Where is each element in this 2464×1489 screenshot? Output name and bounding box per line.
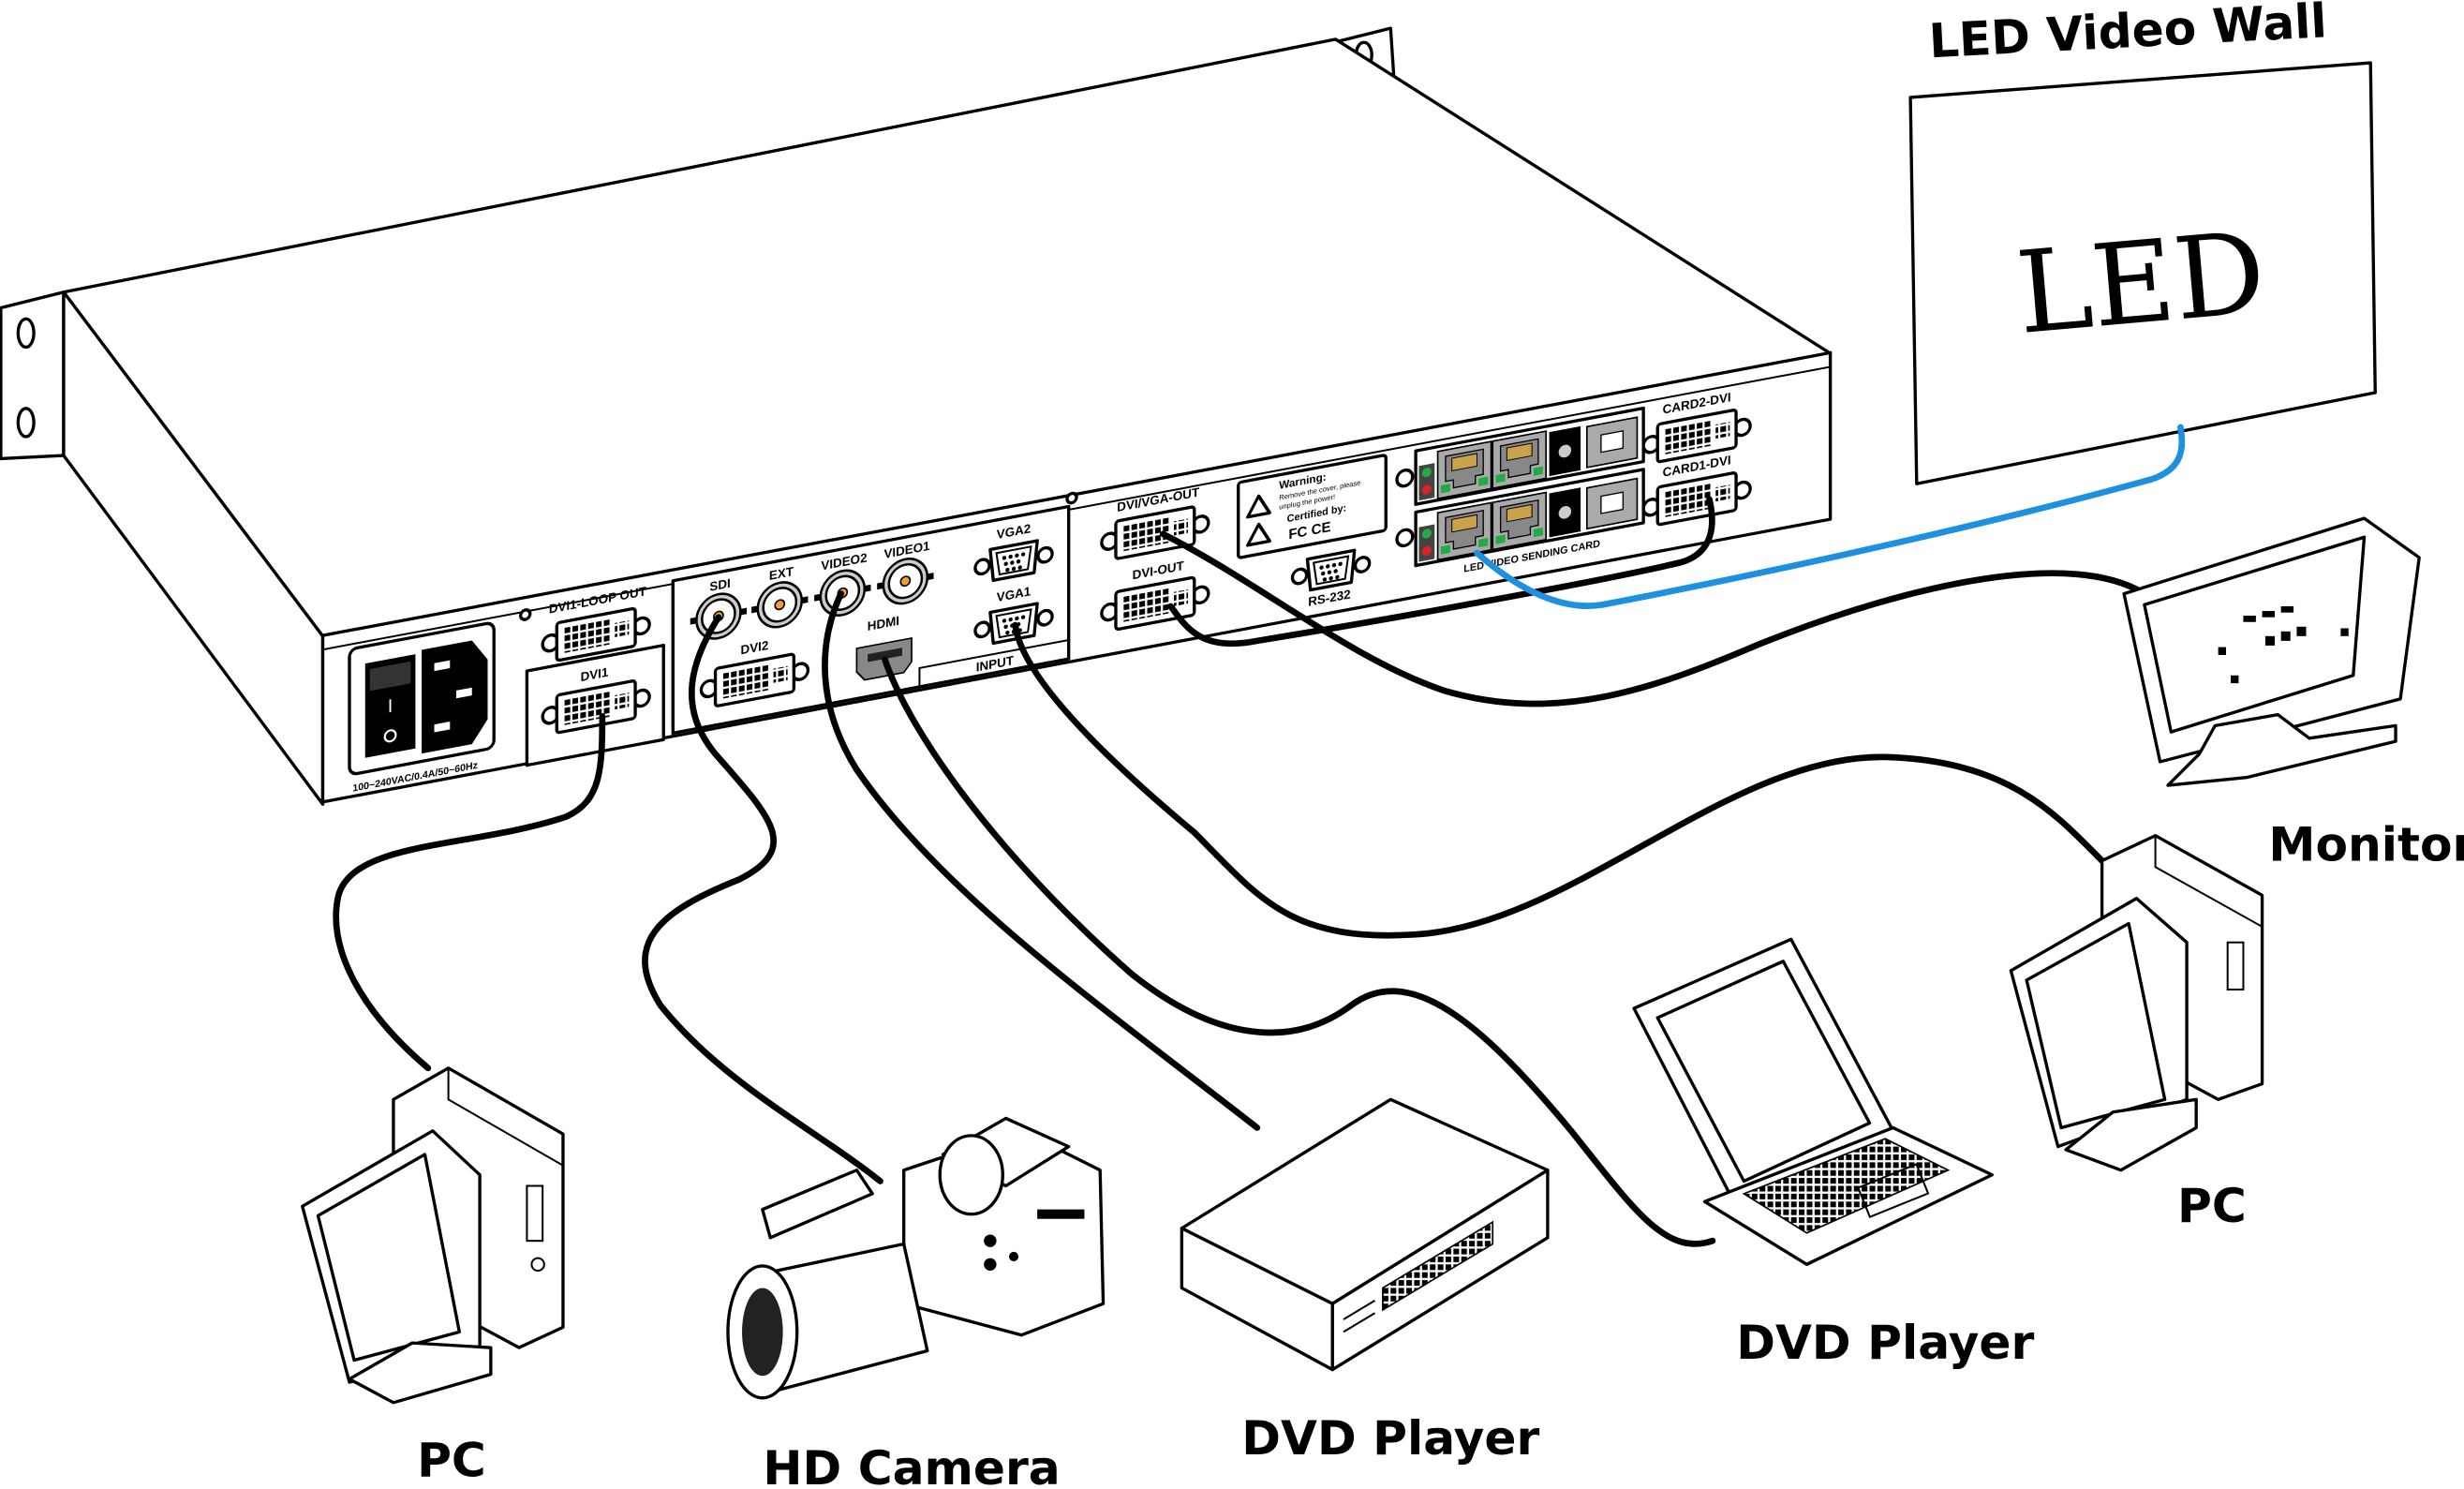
laptop-touchpad (1856, 1163, 1930, 1218)
cable-dvi-vga-out-to-monitor (1159, 530, 2148, 707)
switch-off-mark (383, 729, 397, 743)
card-screw (1395, 468, 1415, 488)
cable-dvi-out-to-card1 (1167, 496, 1715, 648)
dvd-player: DVD Player (1180, 1097, 1550, 1466)
monitor-screen (2143, 535, 2367, 734)
rear-panel: I 100~240VAC/0.4A/50~60Hz DVI1-LOOP OUT … (320, 350, 1833, 804)
monitor-label: Monitor (2268, 817, 2464, 872)
camera-label: HD Camera (763, 1440, 1060, 1489)
led-green (1421, 467, 1432, 478)
warning-plate (1237, 454, 1388, 559)
laptop-keyboard (1742, 1138, 1951, 1234)
cable-vga1-to-pc (1012, 621, 2109, 939)
warning-label: Warning: Remove the cover, please unplug… (1237, 454, 1388, 559)
audio-port[interactable] (1558, 505, 1572, 520)
drive-bay (526, 1184, 544, 1243)
screw-hole (519, 608, 532, 621)
cable-video2-to-dvd (822, 590, 1261, 1131)
monitor-buttons (2218, 605, 2349, 684)
pc-left-label: PC (417, 1433, 486, 1488)
usb-slot (1600, 429, 1625, 454)
network-cable-to-led-wall (1474, 424, 2186, 609)
pc-right: PC (2009, 834, 2264, 1233)
pc-right-label: PC (2177, 1178, 2247, 1233)
dvd-display (1382, 1220, 1494, 1312)
card2-ethernet-port-2[interactable] (1492, 430, 1548, 489)
card1-ethernet-port-2[interactable] (1492, 491, 1548, 551)
lens-glass (742, 1288, 783, 1377)
led-red (1421, 545, 1432, 557)
audio-port[interactable] (1558, 444, 1572, 459)
power-button-icon (530, 1257, 545, 1273)
cable-dvi1-to-pc (333, 712, 606, 1072)
dvd-player-label: DVD Player (1241, 1410, 1539, 1466)
socket-pin (434, 721, 451, 733)
pc-screen (316, 1153, 462, 1362)
hdmi-label: HDMI (868, 614, 899, 633)
video-processor: I 100~240VAC/0.4A/50~60Hz DVI1-LOOP OUT … (0, 26, 1833, 806)
warning-icon (1246, 494, 1271, 519)
drive-bay (2226, 941, 2245, 990)
camera-microphone (761, 1169, 874, 1240)
vga1-label: VGA1 (997, 584, 1032, 604)
dvi1-label: DVI1 (581, 665, 609, 685)
socket-pin (434, 660, 451, 672)
laptop-label: DVD Player (1736, 1315, 2034, 1370)
camera-controls (984, 1209, 1085, 1272)
switch-on-mark: I (388, 696, 393, 718)
card-screw (1395, 528, 1415, 548)
cables (333, 424, 2186, 1247)
pc-left: PC (301, 1066, 565, 1488)
led-screen-text: LED (2011, 207, 2270, 360)
high-voltage-icon (1246, 522, 1271, 547)
led-screen (1908, 61, 2377, 485)
screw-hole (1065, 491, 1078, 505)
led-video-wall: LED Video Wall LED (1908, 0, 2377, 485)
hd-camera: HD Camera (726, 1116, 1106, 1489)
pc-stand (2064, 1097, 2198, 1172)
rack-hole (16, 407, 36, 439)
monitor: Monitor (2122, 516, 2464, 872)
laptop-screen (1655, 960, 1872, 1184)
usb-slot (1600, 491, 1625, 514)
cable-sdi-to-camera (642, 614, 883, 1184)
input-divider (918, 639, 1069, 688)
pc-screen (2025, 921, 2167, 1130)
switch-top (369, 661, 411, 692)
led-green (1421, 529, 1432, 539)
card1-ethernet-port-1[interactable] (1436, 501, 1492, 561)
dvi2-label: DVI2 (741, 638, 769, 657)
card2-ethernet-port-1[interactable] (1436, 440, 1492, 499)
vga2-label: VGA2 (997, 521, 1031, 542)
cable-hdmi-to-laptop (882, 656, 1716, 1247)
pc-stand (348, 1341, 493, 1405)
led-sending-card: LED VIDEO SENDING CARD (1395, 406, 1645, 575)
monitor-stand (2166, 712, 2397, 787)
chassis-side (62, 290, 325, 806)
panel-edge (322, 365, 1831, 651)
laptop: DVD Player (1632, 937, 2034, 1370)
hdmi-slot (868, 648, 903, 663)
sdi-label: SDI (709, 576, 730, 594)
led-red (1421, 484, 1432, 495)
ext-label: EXT (769, 564, 794, 583)
camera-viewfinder (938, 1134, 1004, 1216)
rack-hole (16, 317, 36, 350)
led-video-wall-label: LED Video Wall (1927, 0, 2327, 68)
socket-pin (455, 687, 472, 699)
